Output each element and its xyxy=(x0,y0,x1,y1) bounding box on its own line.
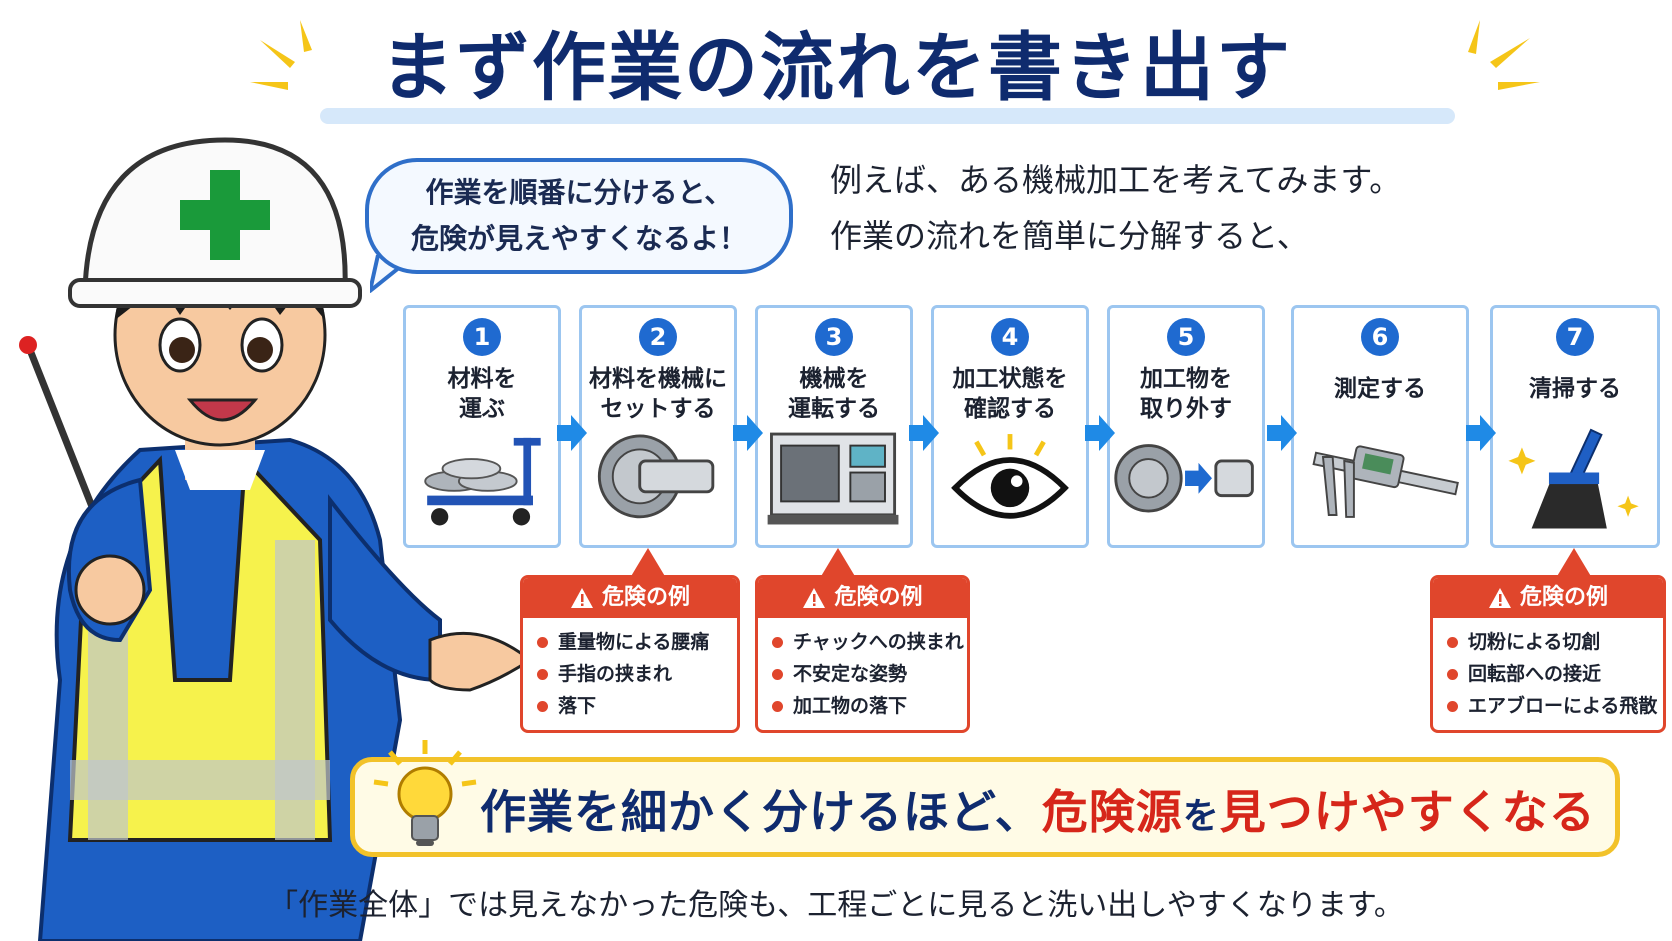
intro-line-1: 例えば、ある機械加工を考えてみます。 xyxy=(830,161,1402,199)
step-card-6: 6 測定する xyxy=(1291,305,1469,548)
worker-illustration xyxy=(19,137,533,941)
danger-item: 不安定な姿勢 xyxy=(772,658,967,690)
arrow-right-icon xyxy=(733,415,763,451)
danger-box-1: 危険の例 重量物による腰痛 手指の挟まれ 落下 xyxy=(520,575,740,733)
title-underline xyxy=(320,108,1455,124)
danger-item: エアブローによる飛散 xyxy=(1447,690,1663,722)
step-number: 2 xyxy=(639,318,677,356)
danger-item: チャックへの挟まれ xyxy=(772,626,967,658)
burst-right-icon xyxy=(1468,20,1540,90)
machine-icon xyxy=(767,432,899,525)
danger-box-3: 危険の例 切粉による切創 回転部への接近 エアブローによる飛散 xyxy=(1430,575,1666,733)
footnote: 「作業全体」では見えなかった危険も、工程ごとに見ると洗い出しやすくなります。 xyxy=(268,888,1404,923)
danger-item: 落下 xyxy=(537,690,737,722)
step-label: 材料を 運ぶ xyxy=(447,366,517,422)
step-card-3: 3 機械を 運転する xyxy=(755,305,913,548)
danger-pointer xyxy=(1556,548,1592,578)
step-card-2: 2 材料を機械に セットする xyxy=(579,305,737,548)
step-card-5: 5 加工物を 取り外す xyxy=(1107,305,1265,548)
danger-header: 危険の例 xyxy=(1433,578,1663,618)
speech-bubble: 作業を順番に分けると、 危険が見えやすくなるよ！ xyxy=(365,158,793,274)
burst-left-icon xyxy=(250,20,312,90)
step-number: 1 xyxy=(463,318,501,356)
step-label: 材料を機械に セットする xyxy=(589,366,727,422)
arrow-right-icon xyxy=(1267,415,1297,451)
danger-title: 危険の例 xyxy=(601,585,690,610)
eye-icon xyxy=(951,434,1069,519)
danger-pointer xyxy=(630,548,666,578)
arrow-right-icon xyxy=(909,415,939,451)
cart-icon xyxy=(424,437,541,526)
bubble-line-2: 危険が見えやすくなるよ！ xyxy=(410,222,747,255)
step-card-4: 4 加工状態を 確認する xyxy=(931,305,1089,548)
danger-header: 危険の例 xyxy=(758,578,967,618)
step-label: 機械を 運転する xyxy=(788,366,880,422)
danger-title: 危険の例 xyxy=(1519,585,1608,610)
warning-icon xyxy=(803,588,826,608)
arrow-right-icon xyxy=(1466,415,1496,451)
brush-icon xyxy=(1508,428,1639,529)
danger-title: 危険の例 xyxy=(834,585,923,610)
banner-text: 作業を細かく分けるほど、危険源を見つけやすくなる xyxy=(480,785,1596,839)
step-card-7: 7 清掃する xyxy=(1490,305,1660,548)
intro-text: 例えば、ある機械加工を考えてみます。 作業の流れを簡単に分解すると、 xyxy=(830,152,1401,264)
key-message-banner: 作業を細かく分けるほど、危険源を見つけやすくなる xyxy=(350,757,1620,857)
danger-header: 危険の例 xyxy=(523,578,737,618)
step-label: 加工状態を 確認する xyxy=(952,366,1068,422)
danger-box-2: 危険の例 チャックへの挟まれ 不安定な姿勢 加工物の落下 xyxy=(755,575,970,733)
danger-item: 加工物の落下 xyxy=(772,690,967,722)
step-number: 3 xyxy=(815,318,853,356)
lightbulb-icon xyxy=(373,740,477,846)
step-label: 清掃する xyxy=(1529,376,1621,402)
step-card-1: 1 材料を 運ぶ xyxy=(403,305,561,548)
warning-icon xyxy=(1488,588,1511,608)
danger-pointer xyxy=(820,548,856,578)
arrow-right-icon xyxy=(557,415,587,451)
step-number: 5 xyxy=(1167,318,1205,356)
step-number: 6 xyxy=(1361,318,1399,356)
step-number: 4 xyxy=(991,318,1029,356)
remove-icon xyxy=(1114,444,1254,513)
intro-line-2: 作業の流れを簡単に分解すると、 xyxy=(830,217,1309,255)
bubble-line-1: 作業を順番に分けると、 xyxy=(425,176,733,209)
danger-item: 回転部への接近 xyxy=(1447,658,1663,690)
danger-item: 切粉による切創 xyxy=(1447,626,1663,658)
danger-item: 重量物による腰痛 xyxy=(537,626,737,658)
step-number: 7 xyxy=(1556,318,1594,356)
caliper-icon xyxy=(1312,445,1459,518)
step-label: 測定する xyxy=(1334,376,1426,402)
arrow-right-icon xyxy=(1085,415,1115,451)
warning-icon xyxy=(570,588,593,608)
step-label: 加工物を 取り外す xyxy=(1140,366,1232,422)
danger-item: 手指の挟まれ xyxy=(537,658,737,690)
page-title: まず作業の流れを書き出す xyxy=(380,25,1292,111)
chuck-icon xyxy=(597,434,715,519)
